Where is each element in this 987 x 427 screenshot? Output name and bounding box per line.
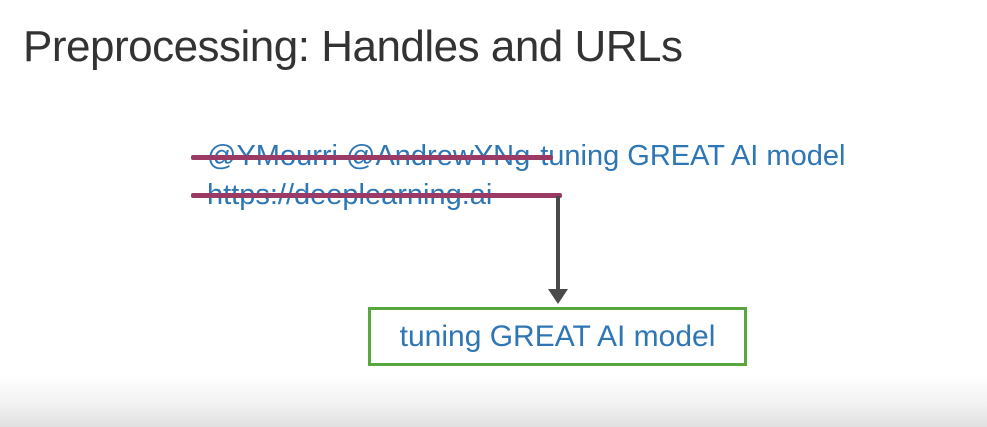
- strikethrough-line-url: [191, 193, 562, 198]
- bottom-gradient-bar: [0, 375, 987, 427]
- arrow-shaft: [556, 196, 560, 290]
- page-title: Preprocessing: Handles and URLs: [23, 22, 683, 71]
- result-box: tuning GREAT AI model: [368, 307, 747, 366]
- arrow-head: [548, 289, 568, 304]
- strikethrough-line-handles: [191, 155, 553, 160]
- result-box-text: tuning GREAT AI model: [399, 319, 716, 353]
- kept-tweet-text: tuning GREAT AI model: [540, 140, 846, 172]
